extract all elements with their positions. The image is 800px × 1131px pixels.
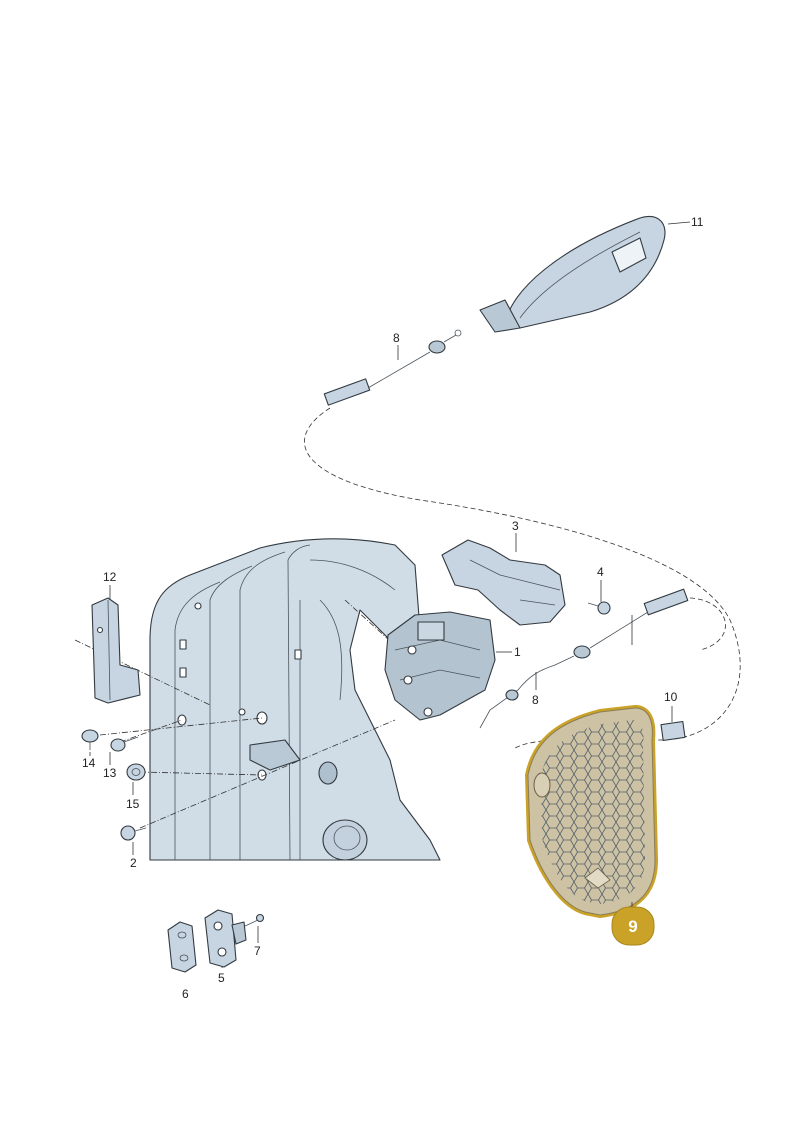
callout-2: 2 <box>130 856 137 870</box>
nut-15 <box>126 763 146 781</box>
striker-assembly <box>167 909 265 973</box>
pad-10 <box>660 720 686 742</box>
bowden-cable-lower <box>479 588 689 729</box>
callout-labels: 11 8 3 4 1 8 10 12 14 13 15 2 7 5 6 <box>82 215 704 1001</box>
screw-4 <box>587 601 611 615</box>
door-insulation-panel <box>525 705 658 918</box>
callout-10: 10 <box>664 690 678 704</box>
bowden-cable-upper <box>323 329 462 406</box>
callout-15: 15 <box>126 797 140 811</box>
callout-11: 11 <box>691 215 704 229</box>
callout-8-lower: 8 <box>532 693 539 707</box>
screw-13 <box>110 736 139 752</box>
inner-door-handle <box>479 216 666 333</box>
callout-14: 14 <box>82 756 96 770</box>
bracket-12 <box>91 597 141 704</box>
callout-13: 13 <box>103 766 117 780</box>
callout-4: 4 <box>597 565 604 579</box>
callout-12: 12 <box>103 570 117 584</box>
callout-8-upper: 8 <box>393 331 400 345</box>
callout-1: 1 <box>514 645 521 659</box>
callout-5: 5 <box>218 971 225 985</box>
lock-cover <box>441 539 566 626</box>
door-lock-actuator <box>384 611 496 721</box>
screw-2 <box>120 825 147 841</box>
callout-6: 6 <box>182 987 189 1001</box>
clip-14 <box>81 729 99 750</box>
cable-route-dashed-2 <box>689 597 726 651</box>
callout-3: 3 <box>512 519 519 533</box>
leader-lines <box>89 221 691 968</box>
callout-9-badge[interactable]: 9 <box>611 906 655 946</box>
callout-9: 9 <box>628 917 637 936</box>
door-body-panel <box>149 538 441 861</box>
callout-7: 7 <box>254 944 261 958</box>
